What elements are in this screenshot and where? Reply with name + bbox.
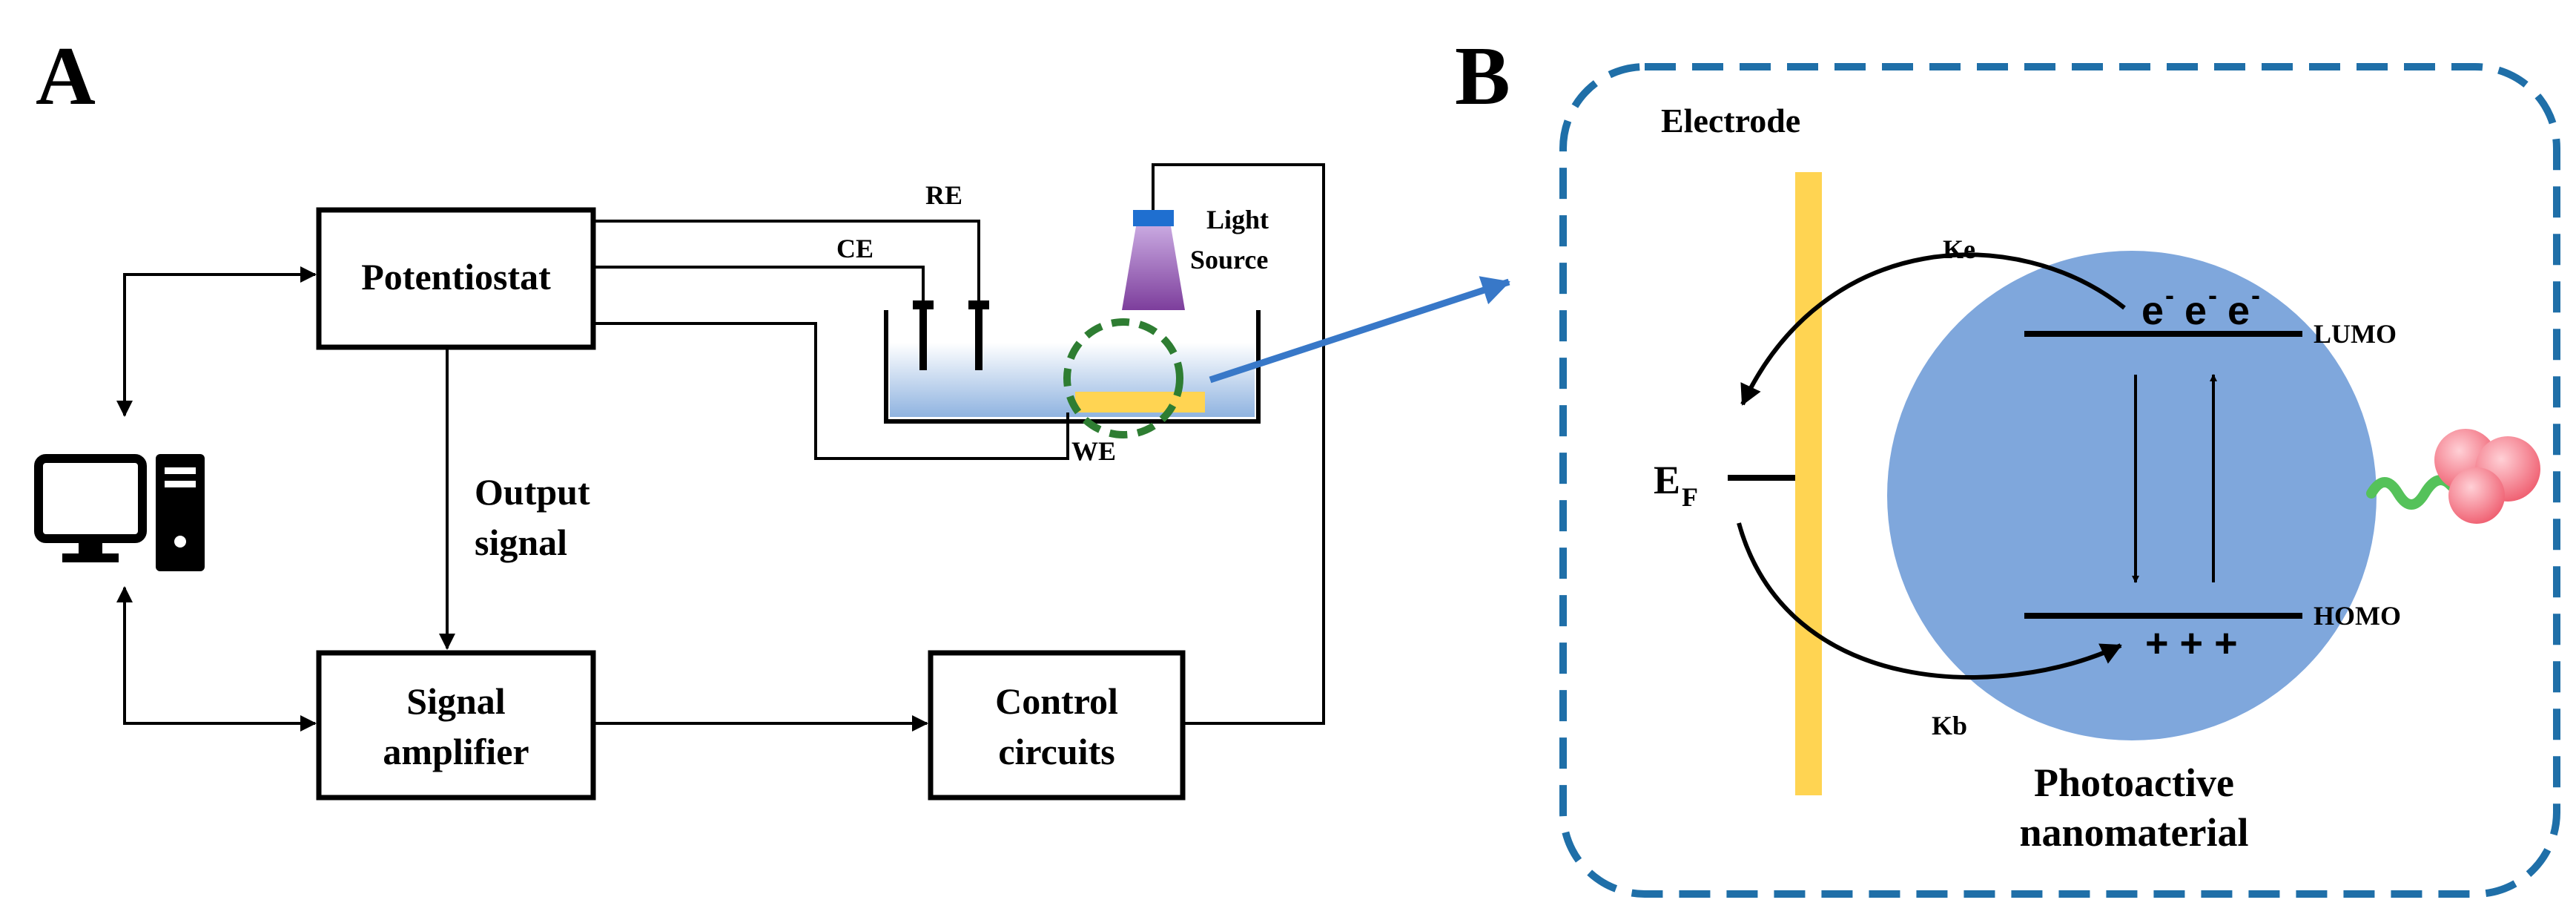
potentiostat-electrode-wires	[593, 220, 1069, 460]
ef-subscript: F	[1682, 482, 1698, 512]
ke-label: Ke	[1943, 234, 1975, 264]
linker	[2366, 475, 2457, 510]
control-circuits-box: Control circuits	[928, 650, 1186, 801]
potentiostat-label: Potentiostat	[361, 256, 551, 298]
signal-amplifier-label-line1: Signal	[406, 680, 506, 722]
output-signal-label-line1: Output	[475, 471, 590, 513]
material-label-line2: nanomaterial	[2020, 810, 2249, 855]
ef-label: E	[1654, 458, 1680, 502]
electrode-bar	[1795, 172, 1822, 795]
panel-b-letter: B	[1455, 30, 1510, 122]
output-signal-arrow: Output signal	[439, 347, 590, 650]
control-to-light-wire	[1152, 163, 1325, 725]
biomolecule-icon	[2434, 429, 2540, 524]
ce-label: CE	[836, 234, 873, 263]
holes: + + +	[2145, 621, 2238, 665]
light-source-label-line1: Light	[1206, 205, 1269, 234]
control-circuits-label-line1: Control	[995, 680, 1118, 722]
light-source-label-line2: Source	[1190, 245, 1268, 275]
signal-amplifier-label-line2: amplifier	[383, 731, 529, 772]
homo-label: HOMO	[2314, 601, 2401, 631]
computer-potentiostat-link	[116, 266, 317, 417]
kb-label: Kb	[1932, 711, 1967, 740]
signal-amplifier-box: Signal amplifier	[316, 650, 596, 801]
electrons: e - e - e -	[2141, 280, 2260, 333]
electron-1: e	[2141, 289, 2164, 333]
zoom-frame	[1559, 63, 2560, 898]
control-circuits-label-line2: circuits	[998, 731, 1114, 772]
we-highlight-circle	[1063, 318, 1183, 438]
panel-a-letter: A	[36, 30, 96, 122]
lumo-label: LUMO	[2314, 319, 2397, 349]
potentiostat-box: Potentiostat	[316, 207, 596, 350]
electron-3: e	[2227, 289, 2250, 333]
electron-3-charge: -	[2251, 280, 2260, 310]
we-label: WE	[1071, 436, 1116, 466]
nanoparticle	[1887, 251, 2377, 740]
output-signal-label-line2: signal	[475, 522, 567, 563]
material-label-line1: Photoactive	[2034, 760, 2234, 805]
working-electrode-strip	[1075, 392, 1205, 413]
re-label: RE	[925, 180, 962, 210]
electron-1-charge: -	[2165, 280, 2174, 310]
re-electrode	[968, 300, 989, 370]
computer-icon	[34, 454, 205, 571]
light-source	[1122, 210, 1185, 310]
electrode-label: Electrode	[1661, 102, 1800, 139]
ce-electrode	[913, 300, 934, 370]
electron-2: e	[2184, 289, 2207, 333]
electron-2-charge: -	[2208, 280, 2217, 310]
computer-amplifier-link	[116, 586, 317, 732]
kb-transfer-arrow	[1737, 522, 2122, 680]
electrochemical-cell	[884, 310, 1261, 438]
ke-transfer-arrow	[1740, 252, 2126, 406]
callout-arrow	[1209, 276, 1510, 384]
